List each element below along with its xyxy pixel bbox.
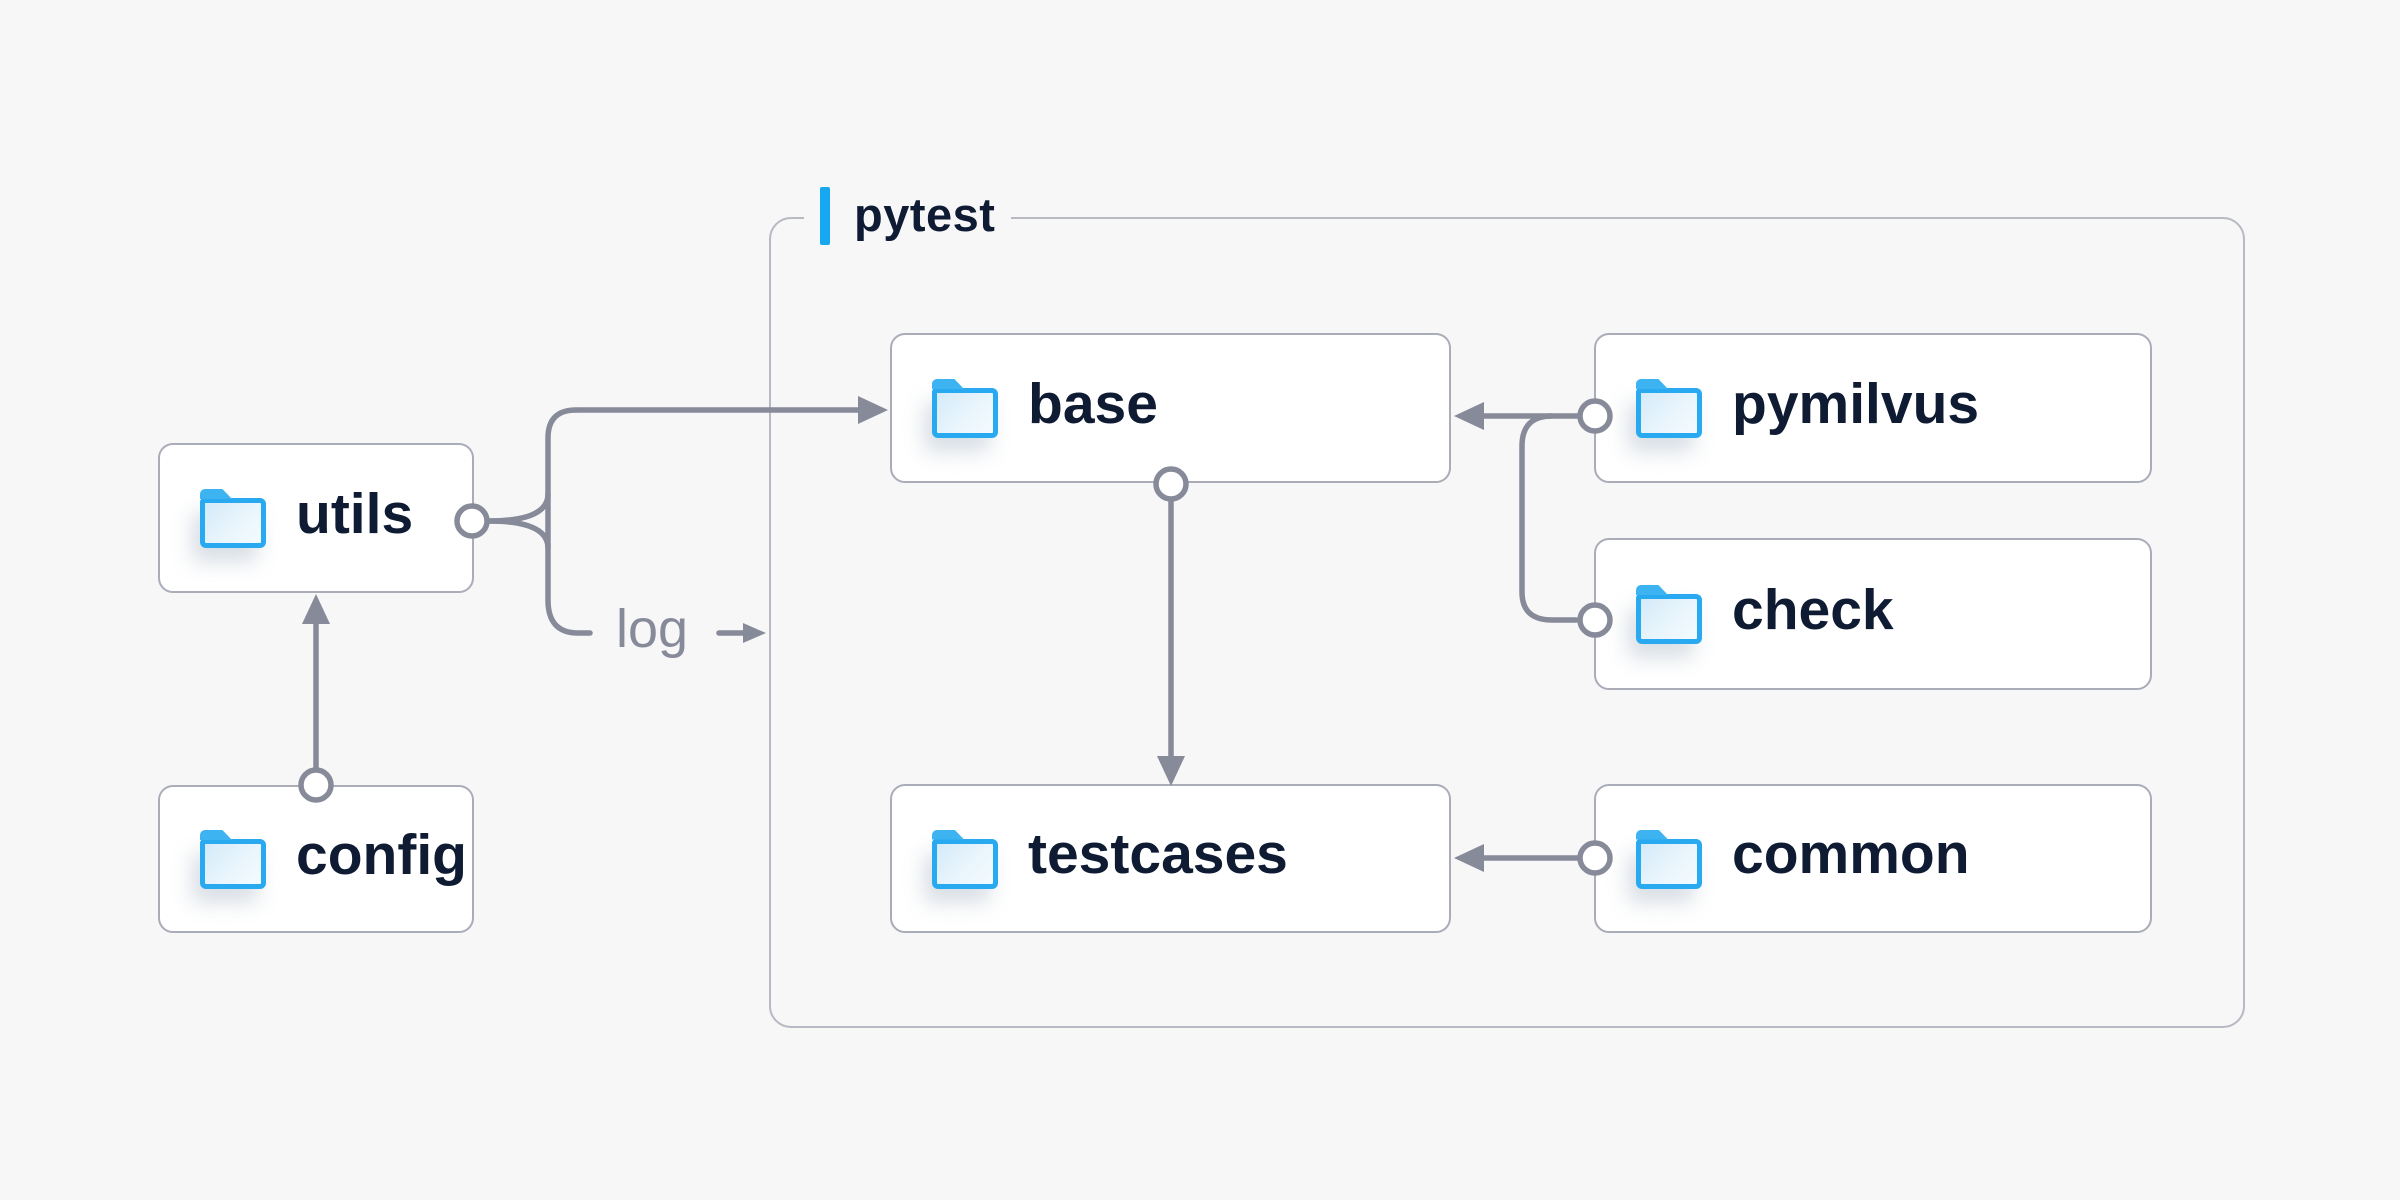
node-check: check	[1594, 538, 2152, 690]
node-label: check	[1732, 577, 1894, 642]
node-pymilvus: pymilvus	[1594, 333, 2152, 483]
folder-icon	[932, 838, 998, 889]
node-testcases: testcases	[890, 784, 1451, 933]
pytest-group-container	[769, 217, 2245, 1028]
folder-icon	[1636, 594, 1702, 644]
folder-icon	[200, 839, 266, 889]
accent-bar	[820, 187, 830, 245]
pytest-group-label: pytest	[804, 181, 1012, 251]
pytest-group-title: pytest	[854, 187, 996, 241]
node-utils: utils	[158, 443, 474, 593]
node-config: config	[158, 785, 474, 933]
node-label: config	[296, 822, 467, 887]
log-edge-label: log	[615, 599, 689, 659]
folder-icon	[200, 498, 266, 548]
node-common: common	[1594, 784, 2152, 933]
folder-icon	[1636, 838, 1702, 889]
node-label: testcases	[1028, 822, 1288, 886]
node-label: utils	[296, 481, 414, 546]
node-label: base	[1028, 371, 1158, 436]
folder-icon	[932, 388, 998, 438]
node-label: common	[1732, 822, 1970, 886]
node-base: base	[890, 333, 1451, 483]
node-label: pymilvus	[1732, 371, 1980, 436]
folder-icon	[1636, 388, 1702, 438]
edge-config-to-utils	[298, 594, 334, 803]
